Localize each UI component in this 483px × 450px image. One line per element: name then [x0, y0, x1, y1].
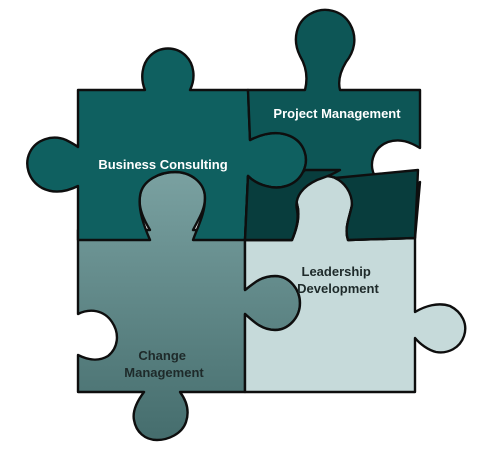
change-management-label: Change Management	[124, 348, 204, 380]
project-management-label: Project Management	[273, 106, 401, 121]
project-management-shadow	[243, 168, 420, 242]
change-label-line1: Change	[138, 348, 186, 363]
leadership-label-line2: Development	[297, 281, 379, 296]
leadership-label-line1: Leadership	[302, 264, 371, 279]
change-label-line2: Management	[124, 365, 204, 380]
business-consulting-label: Business Consulting	[98, 157, 227, 172]
business-consulting-piece	[26, 47, 308, 242]
leadership-development-label: Leadership Development	[297, 264, 379, 296]
